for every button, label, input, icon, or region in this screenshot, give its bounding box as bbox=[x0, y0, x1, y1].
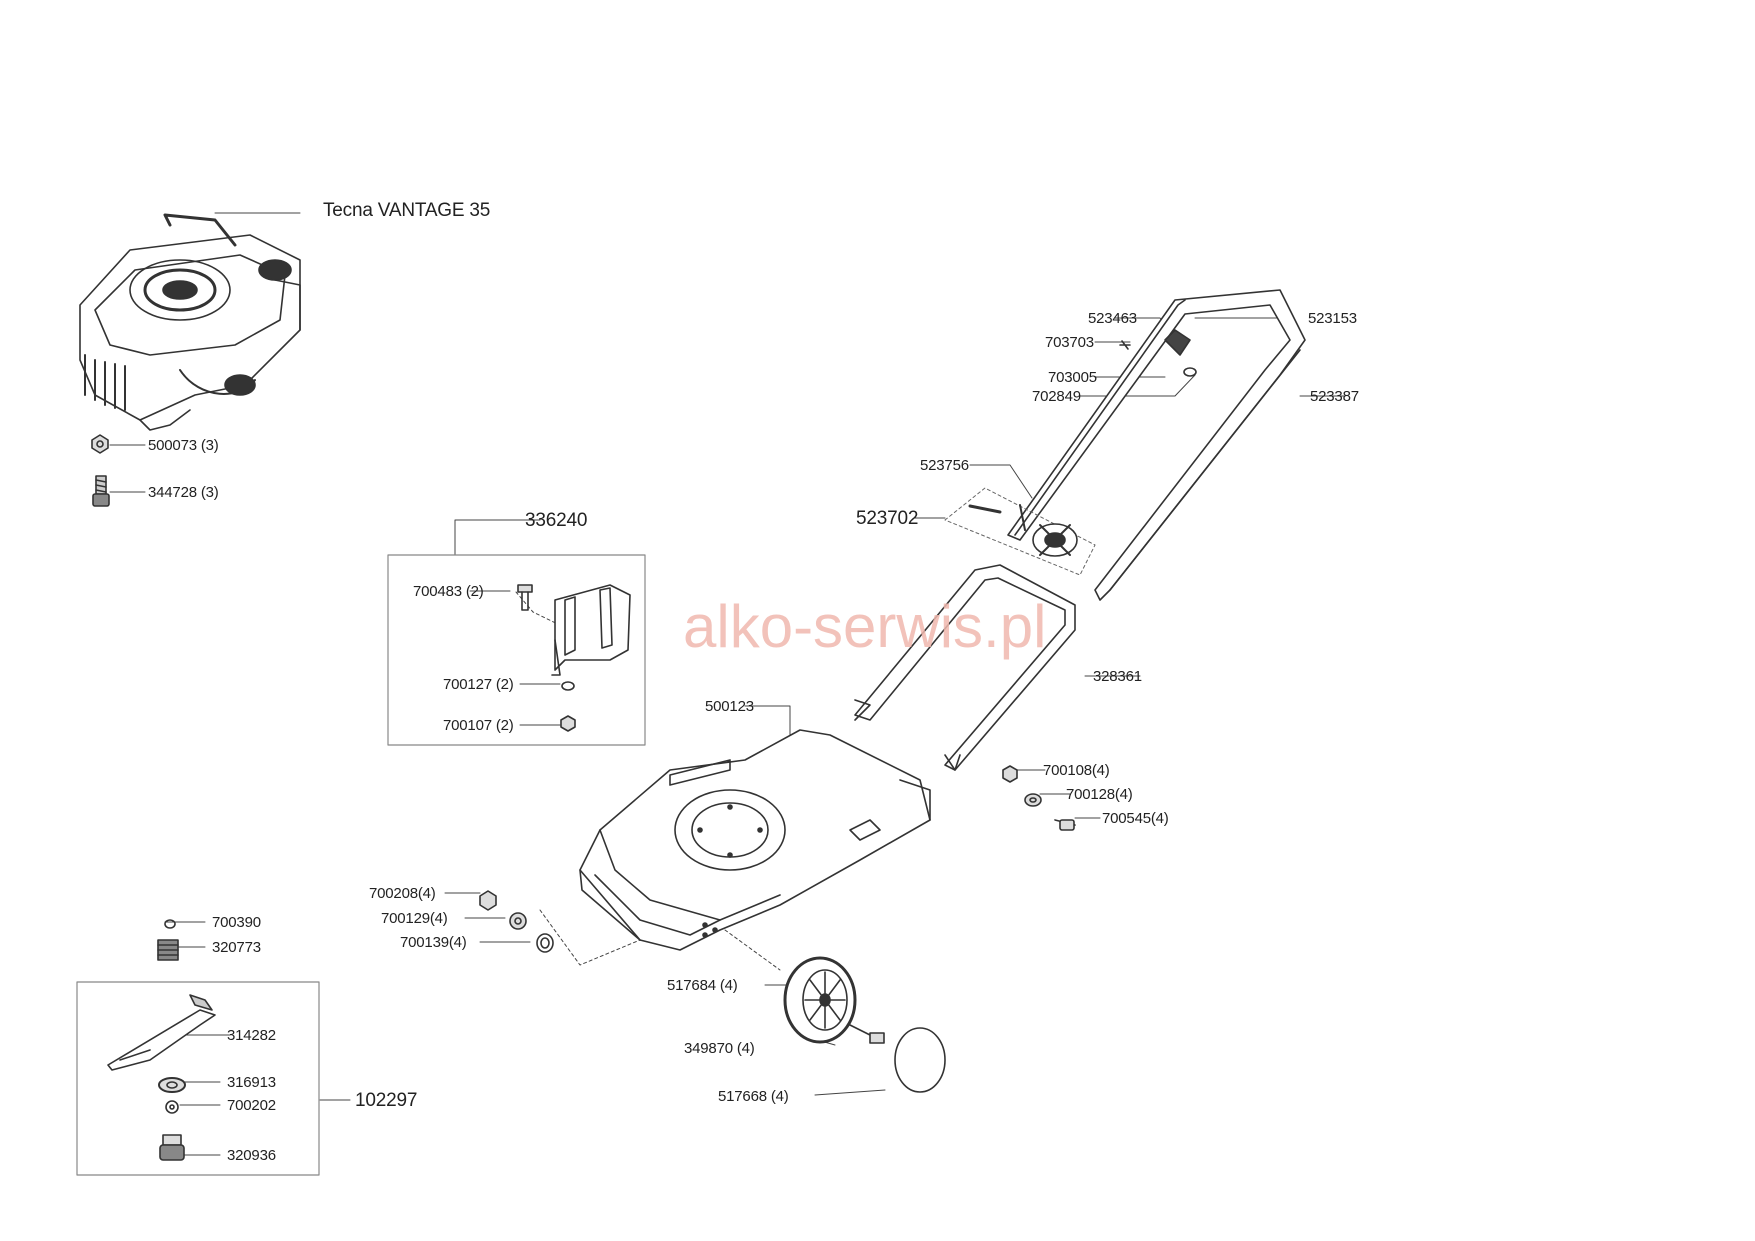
part-label-500073: 500073 (3) bbox=[148, 437, 219, 454]
nut-700208-drawing bbox=[479, 890, 497, 911]
deck-500123-drawing bbox=[579, 729, 931, 951]
handle-knob-523702-drawing bbox=[968, 504, 1078, 557]
part-label-700390: 700390 bbox=[212, 914, 261, 931]
part-label-102297: 102297 bbox=[355, 1090, 418, 1111]
watermark: alko-serwis.pl bbox=[683, 593, 1047, 660]
part-label-344728: 344728 (3) bbox=[148, 484, 219, 501]
part-label-700545: 700545(4) bbox=[1102, 810, 1169, 827]
engine-drawing bbox=[79, 213, 301, 431]
part-label-523387: 523387 bbox=[1310, 388, 1359, 405]
part-label-703005: 703005 bbox=[1048, 369, 1097, 386]
part-label-700208: 700208(4) bbox=[369, 885, 436, 902]
part-label-328361: 328361 bbox=[1093, 668, 1142, 685]
lower-handle-drawing bbox=[854, 564, 1076, 771]
part-label-700202: 700202 bbox=[227, 1097, 276, 1114]
bracket-336240-drawing bbox=[517, 584, 631, 732]
part-label-517684: 517684 (4) bbox=[667, 977, 738, 994]
part-label-320773: 320773 bbox=[212, 939, 261, 956]
part-label-314282: 314282 bbox=[227, 1027, 276, 1044]
part-label-500123: 500123 bbox=[705, 698, 754, 715]
part-label-700128: 700128(4) bbox=[1066, 786, 1133, 803]
wheel-517684-drawing bbox=[783, 956, 857, 1044]
washer-700139-drawing bbox=[536, 933, 554, 953]
bolt-320936-drawing bbox=[159, 1134, 185, 1161]
part-label-523702: 523702 bbox=[856, 508, 919, 529]
part-label-700129: 700129(4) bbox=[381, 910, 448, 927]
upper-handle-drawing bbox=[1007, 289, 1306, 601]
washer-316913-drawing bbox=[158, 1077, 186, 1093]
bolt-700545-drawing bbox=[1054, 819, 1076, 831]
star-washer-700202-drawing bbox=[165, 1100, 179, 1114]
part-label-517668: 517668 (4) bbox=[718, 1088, 789, 1105]
adapter-320773-drawing bbox=[157, 939, 179, 961]
part-label-336240: 336240 bbox=[525, 510, 588, 531]
part-label-523756: 523756 bbox=[920, 457, 969, 474]
nut-500073-drawing bbox=[91, 434, 109, 454]
part-label-703703: 703703 bbox=[1045, 334, 1094, 351]
part-label-700127: 700127 (2) bbox=[443, 676, 514, 693]
bolt-700390-drawing bbox=[164, 919, 176, 929]
part-label-700108: 700108(4) bbox=[1043, 762, 1110, 779]
axle-349870-drawing bbox=[849, 1024, 885, 1044]
part-label-702849: 702849 bbox=[1032, 388, 1081, 405]
engine-title: Tecna VANTAGE 35 bbox=[323, 200, 491, 221]
part-label-523463: 523463 bbox=[1088, 310, 1137, 327]
blade-314282-drawing bbox=[107, 994, 216, 1071]
cap-517668-drawing bbox=[894, 1027, 946, 1093]
nut-700108-drawing bbox=[1002, 765, 1018, 783]
screw-344728-drawing bbox=[92, 475, 110, 507]
part-label-320936: 320936 bbox=[227, 1147, 276, 1164]
part-label-700483: 700483 (2) bbox=[413, 583, 484, 600]
part-label-316913: 316913 bbox=[227, 1074, 276, 1091]
part-label-349870: 349870 (4) bbox=[684, 1040, 755, 1057]
washer-700128-drawing bbox=[1024, 793, 1042, 807]
washer-700129-drawing bbox=[509, 912, 527, 930]
part-label-523153: 523153 bbox=[1308, 310, 1357, 327]
part-label-700107: 700107 (2) bbox=[443, 717, 514, 734]
part-label-700139: 700139(4) bbox=[400, 934, 467, 951]
